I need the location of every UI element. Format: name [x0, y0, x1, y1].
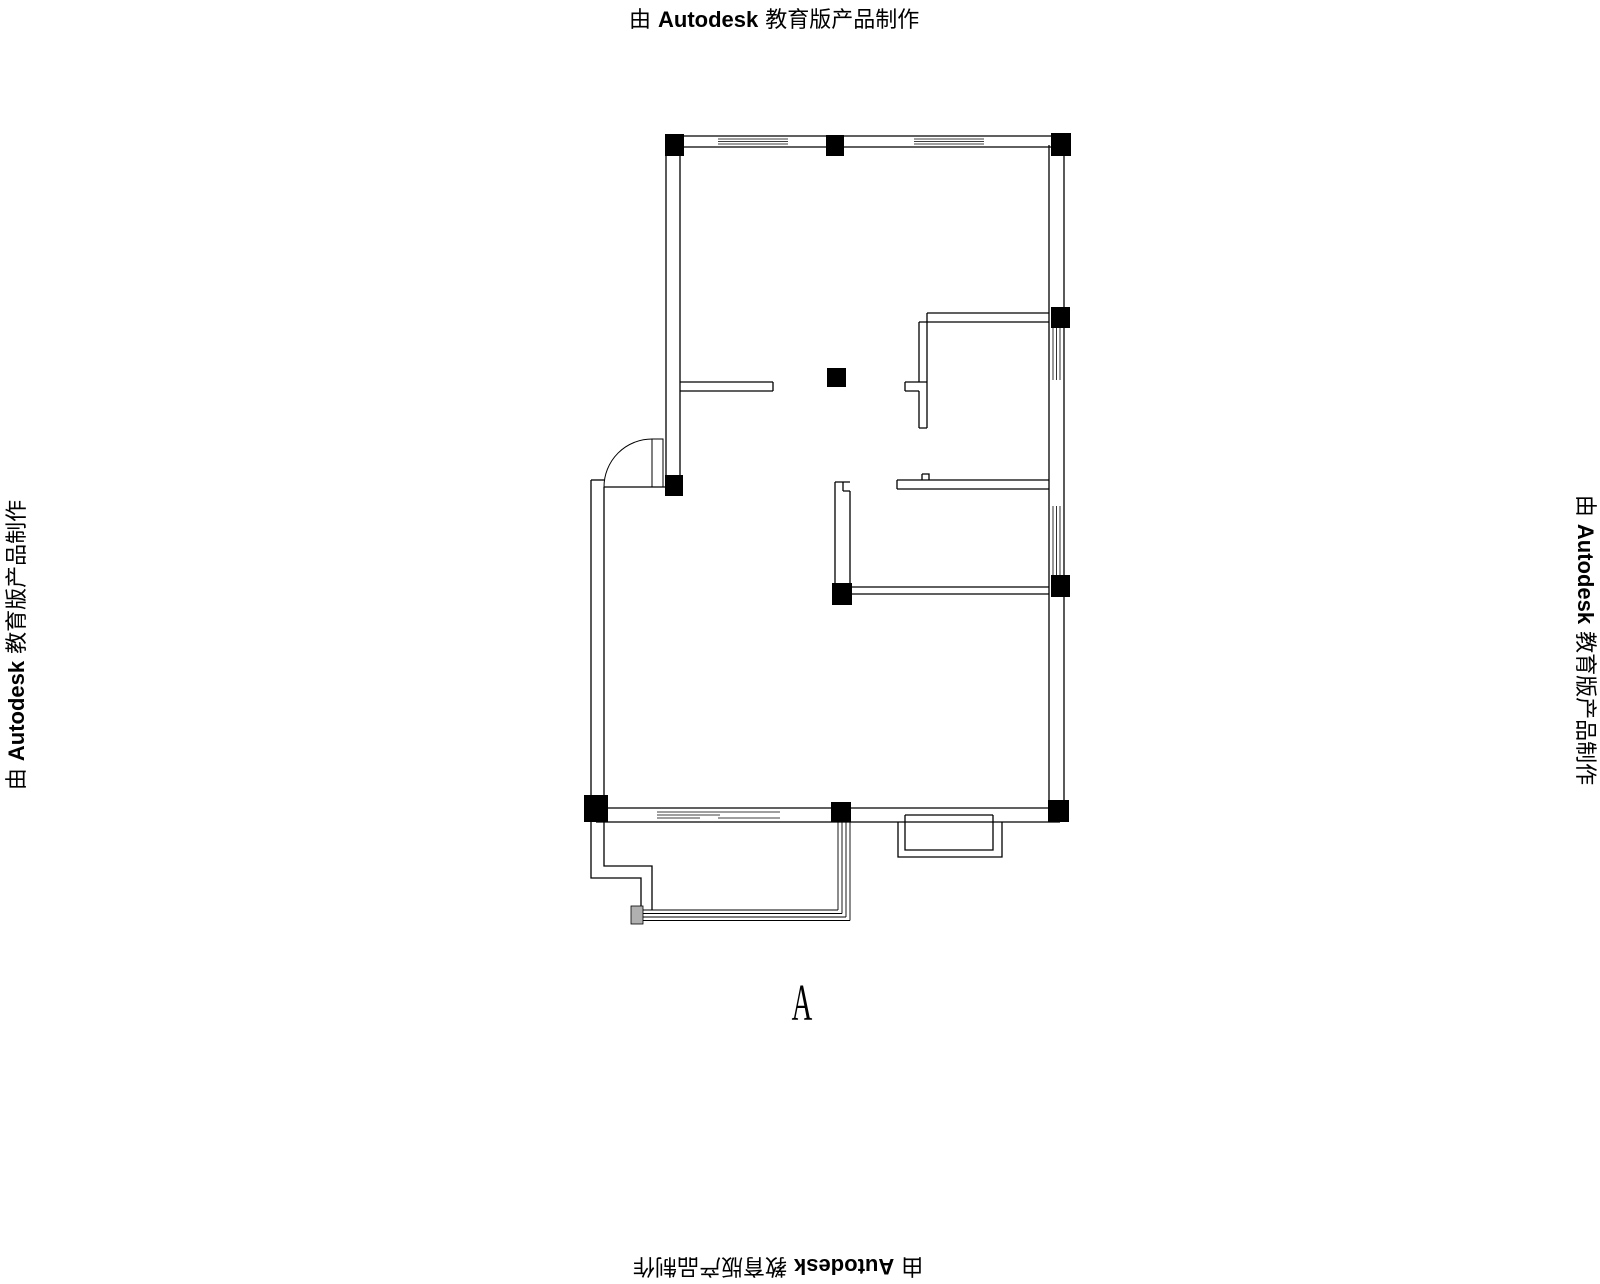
column	[665, 475, 683, 496]
window-right-lower	[1052, 506, 1061, 576]
interior-walls	[680, 312, 1049, 595]
bay-window	[897, 814, 1003, 858]
column	[1048, 800, 1069, 822]
column	[832, 583, 852, 605]
column	[1051, 307, 1070, 328]
column	[1051, 575, 1070, 597]
elevation-marker: A	[792, 975, 813, 1032]
balcony-left	[590, 822, 851, 921]
column	[665, 134, 684, 156]
window-bottom	[657, 811, 780, 819]
watermark-prefix: 由	[629, 8, 652, 33]
watermark-suffix: 教育版产品制作	[765, 8, 920, 33]
window-right-upper	[1052, 327, 1061, 380]
column	[584, 795, 608, 822]
column	[1051, 133, 1071, 156]
window-top-left	[718, 138, 788, 145]
structural-columns	[584, 133, 1071, 822]
window-top-right	[914, 138, 984, 145]
watermark-brand: Autodesk	[658, 7, 759, 32]
column	[827, 368, 846, 387]
balcony-post	[630, 905, 644, 925]
column	[826, 135, 844, 156]
outer-walls	[590, 135, 1065, 823]
entry-door	[603, 438, 664, 488]
elevation-marker-label: A	[792, 975, 813, 1032]
column	[831, 802, 851, 822]
watermark-top: 由 Autodesk 教育版产品制作	[629, 2, 919, 34]
